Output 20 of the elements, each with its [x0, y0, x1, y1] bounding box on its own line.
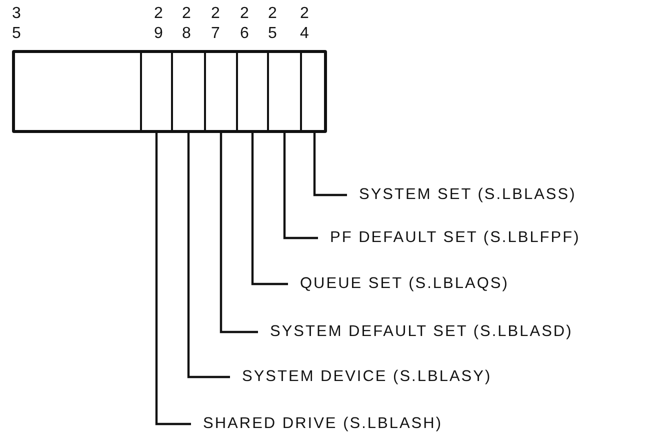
field-label: PF DEFAULT SET (S.LBLFPF): [330, 229, 580, 247]
bit-number: 29: [154, 4, 163, 44]
leader-line: [283, 130, 318, 240]
bit-number: 26: [240, 4, 249, 44]
leader-line: [155, 130, 191, 426]
leader-line: [313, 130, 347, 196]
field-label: QUEUE SET (S.LBLAQS): [300, 275, 509, 293]
bit-number: 24: [300, 4, 309, 44]
register-box: [12, 50, 327, 133]
leader-line: [187, 130, 230, 378]
bit-number: 25: [268, 4, 277, 44]
field-label: SYSTEM DEVICE (S.LBLASY): [242, 368, 492, 386]
bit-number: 27: [211, 4, 220, 44]
bit-number: 28: [182, 4, 191, 44]
field-label: SHARED DRIVE (S.LBLASH): [203, 415, 442, 433]
leader-line: [251, 130, 288, 286]
bit-number: 35: [12, 4, 21, 44]
field-label: SYSTEM DEFAULT SET (S.LBLASD): [270, 323, 573, 341]
field-label: SYSTEM SET (S.LBLASS): [359, 186, 576, 204]
leader-line: [220, 130, 258, 334]
